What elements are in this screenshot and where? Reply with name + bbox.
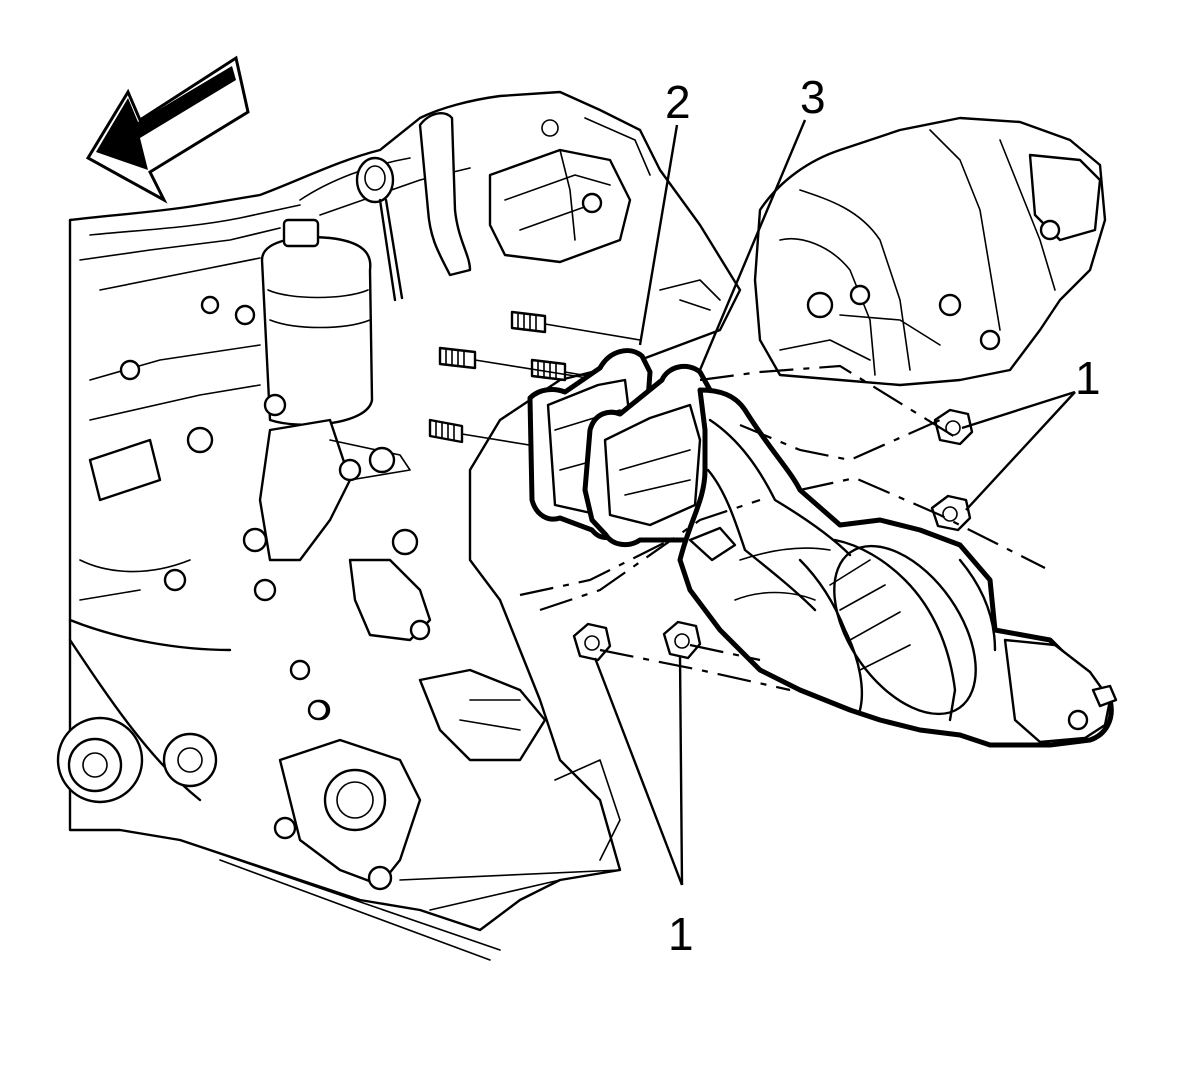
stud	[438, 346, 477, 370]
stud	[530, 358, 567, 382]
alignment-centerlines	[519, 364, 1046, 692]
callout-1-nuts-bottom: 1	[668, 908, 694, 960]
stud	[428, 418, 464, 444]
callout-2-gasket: 2	[665, 76, 691, 128]
stud	[510, 310, 547, 334]
nut	[933, 408, 974, 446]
nut	[930, 494, 972, 532]
callout-1-nuts-right: 1	[1075, 352, 1101, 404]
manifold-studs	[428, 310, 641, 451]
nut	[572, 622, 612, 662]
callout-leaders	[593, 119, 1076, 886]
engine-block	[56, 90, 742, 961]
catalytic-converter-manifold	[582, 363, 1118, 748]
transaxle	[659, 116, 1107, 387]
front-direction-arrow-icon	[85, 55, 250, 204]
nut	[662, 620, 702, 660]
callout-3-converter: 3	[800, 71, 826, 123]
